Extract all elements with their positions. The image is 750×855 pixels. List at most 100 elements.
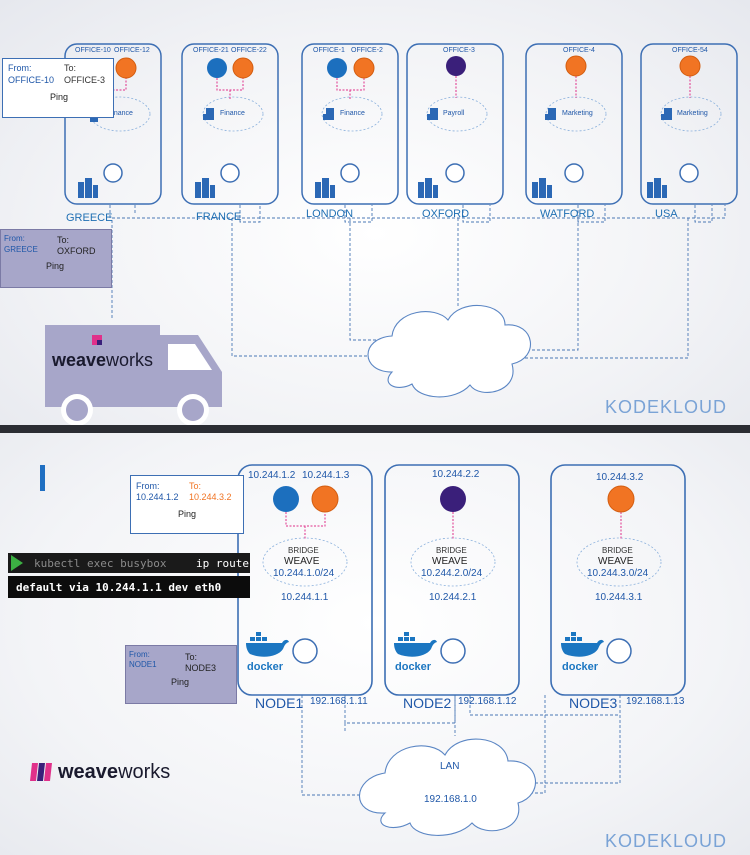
- building-icon: [203, 108, 214, 120]
- site-label-oxford: OXFORD: [422, 208, 470, 220]
- weaveworks-mark-icon: [30, 763, 52, 781]
- kodekloud-logo: KODEKLOUD: [605, 831, 728, 851]
- terminal-output: default via 10.244.1.1 dev eth0: [16, 581, 222, 594]
- packet-from-value: 10.244.1.2: [136, 492, 179, 502]
- node-name-label: NODE3: [569, 695, 618, 711]
- city-building-icon: [418, 178, 438, 198]
- site-label-usa: USA: [655, 208, 678, 220]
- packet-action: Ping: [50, 92, 69, 102]
- packet-to-value: NODE3: [185, 663, 217, 673]
- site-label-greece: GREECE: [66, 212, 113, 224]
- packet-from-label: From:: [8, 63, 32, 73]
- docker-whale-icon: [394, 632, 437, 657]
- cidr-label: 10.244.2.0/24: [421, 568, 483, 579]
- bridge-label: BRIDGE: [436, 546, 467, 555]
- packet-action: Ping: [178, 509, 197, 519]
- building-icon: [427, 108, 438, 120]
- office-network-drawing: [45, 43, 738, 425]
- node-network-diagram: 10.244.1.2 10.244.1.3 10.244.2.2 10.244.…: [0, 433, 750, 855]
- packet-from-label: From:: [4, 234, 25, 243]
- office-12-circle: [115, 57, 137, 79]
- department-label: Marketing: [562, 110, 593, 117]
- office-label: OFFICE-54: [672, 47, 708, 54]
- department-label: Marketing: [677, 110, 708, 117]
- bridge-label: BRIDGE: [288, 546, 319, 555]
- packet-to-label: To:: [64, 63, 77, 73]
- packet-from-label: From:: [129, 650, 150, 659]
- packet-from-value: NODE1: [129, 660, 157, 669]
- terminal-command-bold: ip route: [196, 557, 249, 570]
- bridge-label: BRIDGE: [602, 546, 633, 555]
- pod-10-244-2-2: [440, 486, 466, 512]
- office-54-circle: [679, 55, 701, 77]
- packet-to-label: To:: [57, 235, 70, 245]
- department-label: Finance: [220, 110, 245, 117]
- site-label-watford: WATFORD: [540, 208, 595, 220]
- city-building-icon: [195, 178, 215, 198]
- docker-logo-text: docker: [562, 661, 599, 673]
- office-label: OFFICE-4: [563, 47, 595, 54]
- office-22-circle: [232, 57, 254, 79]
- lan-label: LAN: [440, 761, 460, 772]
- terminal-command-line[interactable]: kubectl exec busybox ip route: [8, 553, 250, 573]
- packet-to-value: 10.244.3.2: [189, 492, 232, 502]
- packet-to-value: OXFORD: [57, 246, 96, 256]
- office-label: OFFICE-3: [443, 47, 475, 54]
- pod-ip-label: 10.244.2.2: [432, 469, 480, 480]
- packet-from-value: OFFICE-10: [8, 75, 55, 85]
- host-ip-label: 192.168.1.12: [458, 696, 517, 707]
- cidr-label: 10.244.1.0/24: [273, 568, 335, 579]
- gateway-label: 10.244.2.1: [429, 592, 477, 603]
- office-label: OFFICE-12: [114, 47, 150, 54]
- office-3-circle: [446, 56, 466, 76]
- weave-label: WEAVE: [432, 556, 468, 567]
- node-network-drawing: [30, 464, 686, 836]
- node-name-label: NODE1: [255, 695, 304, 711]
- department-label: Finance: [108, 110, 133, 117]
- pod-ip-label: 10.244.1.3: [302, 470, 350, 481]
- node-name-label: NODE2: [403, 695, 452, 711]
- packet-from-label: From:: [136, 481, 160, 491]
- packet-from-value: GREECE: [4, 245, 38, 254]
- docker-logo-text: docker: [247, 661, 284, 673]
- office-label: OFFICE-22: [231, 47, 267, 54]
- gateway-label: 10.244.1.1: [281, 592, 329, 603]
- office-label: OFFICE-2: [351, 47, 383, 54]
- office-label: OFFICE-10: [75, 47, 111, 54]
- pod-10-244-3-2: [607, 485, 635, 513]
- site-label-france: FRANCE: [196, 211, 242, 223]
- office-network-diagram: OFFICE-10 OFFICE-12 OFFICE-21 OFFICE-22 …: [0, 0, 750, 425]
- office-label: OFFICE-21: [193, 47, 229, 54]
- building-icon: [323, 108, 334, 120]
- packet-action: Ping: [171, 677, 190, 687]
- truck-weaveworks-logo: weaveworks: [52, 350, 154, 370]
- terminal-prompt-icon: [11, 555, 23, 571]
- office-1-circle: [327, 58, 347, 78]
- pod-10-244-1-3: [311, 485, 339, 513]
- packet-to-value: OFFICE-3: [64, 75, 106, 85]
- host-ip-label: 192.168.1.13: [626, 696, 685, 707]
- department-label: Finance: [340, 110, 365, 117]
- terminal-output-line: default via 10.244.1.1 dev eth0: [8, 576, 250, 598]
- pod-ip-label: 10.244.3.2: [596, 472, 644, 483]
- lan-subnet-label: 192.168.1.0: [424, 794, 477, 805]
- cidr-label: 10.244.3.0/24: [587, 568, 649, 579]
- host-ip-label: 192.168.1.11: [310, 696, 368, 707]
- packet-to-label: To:: [185, 652, 198, 662]
- city-building-icon: [647, 178, 667, 198]
- packet-action: Ping: [46, 261, 65, 271]
- panel-divider: [0, 425, 750, 433]
- department-label: Payroll: [443, 110, 465, 117]
- packet-label-offices: From: OFFICE-10 To: OFFICE-3 Ping: [2, 58, 114, 118]
- weaveworks-logo: weaveworks: [58, 761, 171, 783]
- weave-label: WEAVE: [598, 556, 634, 567]
- office-2-circle: [353, 57, 375, 79]
- packet-label-nodes: From: NODE1 To: NODE3 Ping: [125, 645, 237, 704]
- weave-label: WEAVE: [284, 556, 320, 567]
- docker-whale-icon: [561, 632, 604, 657]
- building-icon: [545, 108, 556, 120]
- building-icon: [661, 108, 672, 120]
- weaveworks-truck-icon: [45, 325, 222, 425]
- site-label-london: LONDON: [306, 208, 354, 220]
- docker-whale-icon: [246, 632, 289, 657]
